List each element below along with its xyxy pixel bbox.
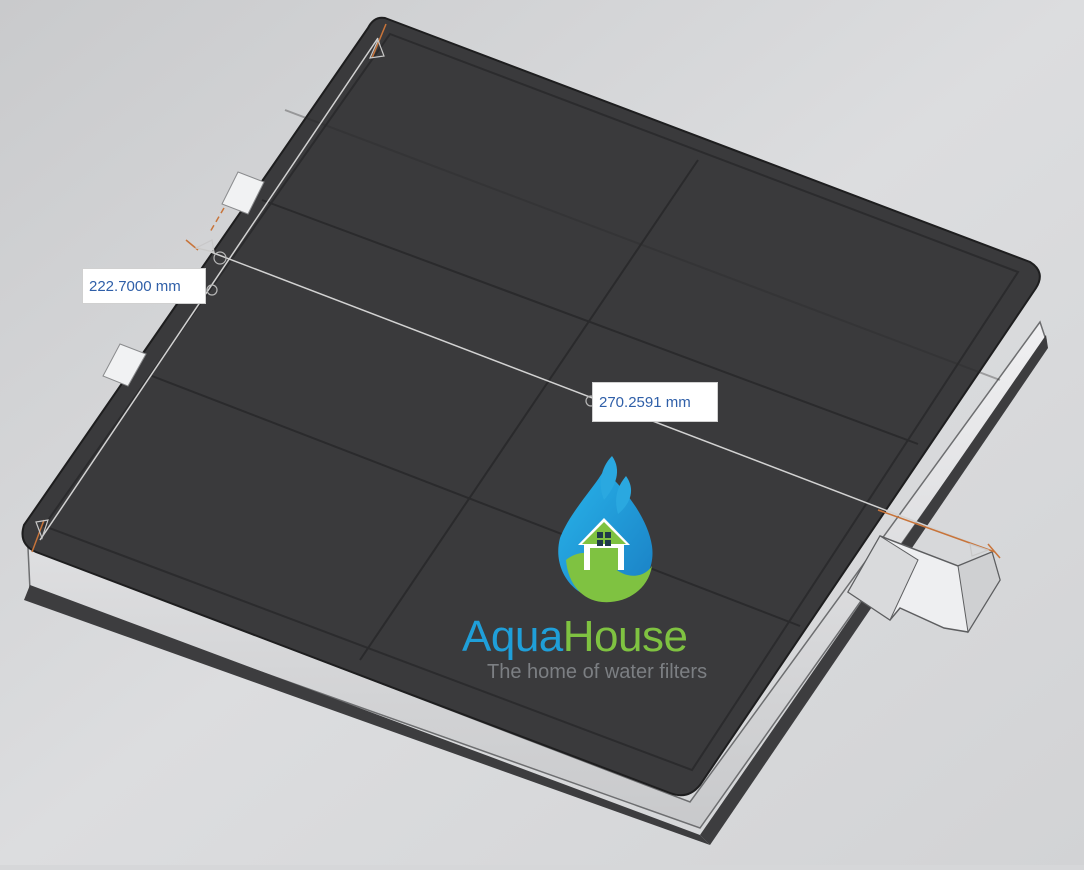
brand-name: AquaHouse xyxy=(462,612,688,662)
brand-tagline: The home of water filters xyxy=(487,661,708,683)
mounting-tab-left-lower xyxy=(102,343,147,387)
brand-name-aqua: Aqua xyxy=(462,612,563,661)
dimension-label-width: 222.7000 mm xyxy=(82,268,206,304)
dimension-label-diagonal: 270.2591 mm xyxy=(592,382,718,422)
mounting-latch-right xyxy=(847,535,1001,634)
dimension-line-width xyxy=(31,23,387,553)
mounting-tab-left-upper xyxy=(221,171,265,215)
panel-grid-lines xyxy=(151,109,1001,661)
brand-name-house: House xyxy=(562,612,688,661)
aquahouse-logo-icon xyxy=(558,456,653,603)
